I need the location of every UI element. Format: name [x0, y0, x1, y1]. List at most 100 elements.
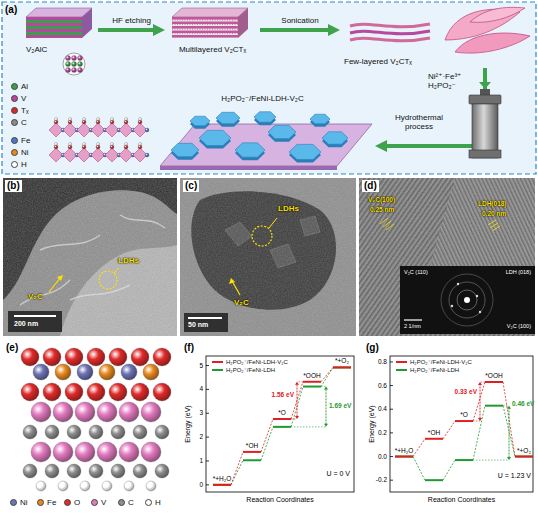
energy-profile — [231, 460, 243, 485]
hrtem-image — [400, 266, 535, 334]
atomic-model — [21, 348, 171, 491]
legend-line — [396, 369, 407, 371]
energy-profile — [321, 367, 333, 386]
atom — [31, 402, 51, 422]
atom — [78, 56, 83, 61]
hrtem-image — [380, 218, 388, 224]
figure-label: LDH (018) — [506, 269, 531, 275]
atom — [78, 68, 83, 73]
few-layer-sheets — [470, 7, 525, 22]
atom — [145, 128, 149, 132]
figure-label: (f) — [182, 342, 196, 354]
multilayer-block — [238, 8, 248, 38]
figure-label: 0.4 — [378, 405, 387, 412]
figure-label: 0.8 — [378, 358, 387, 365]
atom — [133, 425, 147, 439]
legend-entry: O — [64, 498, 80, 507]
atom — [119, 402, 139, 422]
atom — [102, 481, 112, 491]
edge-label: Sonication — [281, 16, 318, 25]
legend-entry: Al — [11, 82, 28, 91]
multilayer-block — [172, 17, 238, 20]
atom — [155, 425, 169, 439]
multilayer-block — [172, 24, 238, 25]
process-illustration — [63, 53, 85, 75]
figure-label: *OOH — [485, 372, 502, 379]
multilayer-block — [172, 26, 238, 29]
figure-label: U = 1.23 V — [498, 472, 531, 480]
panel-a-frame — [2, 2, 536, 174]
atom — [153, 383, 171, 401]
max-phase-block — [26, 17, 82, 20]
energy-profile — [297, 384, 298, 416]
process-stage: Multilayered V₂CTₓ — [165, 4, 260, 56]
process-stage: H₂PO₂⁻/FeNi-LDH-V₂C — [150, 92, 375, 172]
figure-label: V₂C — [28, 292, 43, 301]
energy-profile — [515, 456, 533, 458]
atom — [66, 68, 71, 73]
atom — [141, 402, 161, 422]
energy-profile — [333, 366, 351, 368]
atom — [111, 143, 114, 146]
figure-label: 0.46 eV — [512, 400, 534, 407]
stage-label: Few-layered V₂CTₓ — [344, 57, 412, 66]
energy-profile — [478, 418, 482, 421]
atom — [124, 481, 134, 491]
energy-profile — [324, 387, 328, 390]
figure-label: *OH — [428, 429, 440, 436]
figure-label: *O — [460, 411, 468, 418]
atom — [43, 383, 61, 401]
figure-label: Energy (eV) — [368, 405, 376, 442]
figure-label: (d) — [362, 180, 379, 192]
energy-profile — [413, 457, 425, 481]
legend-entry: H₂PO₂⁻/FeNi-LDH-V₂C — [212, 359, 288, 366]
energy-profile — [390, 385, 393, 386]
atom — [139, 118, 142, 121]
atom — [119, 442, 139, 462]
autoclave — [469, 95, 501, 104]
atom — [111, 464, 125, 478]
energy-profile — [425, 438, 443, 440]
energy-profile — [455, 420, 473, 422]
atom — [87, 348, 105, 366]
figure-label: 1.69 eV — [329, 402, 351, 409]
panel-a-frame — [2, 2, 536, 174]
tem-image — [180, 178, 356, 336]
figure-label: 0 — [199, 481, 203, 488]
figure-label: Ni²⁺·Fe³⁺ H₂PO₂⁻ — [428, 72, 478, 90]
energy-profile — [390, 361, 393, 362]
legend-swatch — [91, 499, 98, 506]
legend-entry: H₂PO₂⁻/FeNi-LDH — [212, 367, 275, 374]
legend-swatch — [145, 499, 152, 506]
figure-label: *+O₂ — [335, 357, 349, 364]
legend-text: H₂PO₂⁻/FeNi-LDH-V₂C — [226, 359, 288, 366]
legend-entry: Ni — [11, 148, 29, 157]
atom — [133, 464, 147, 478]
hrtem-image — [492, 226, 500, 231]
max-phase-block — [26, 20, 82, 23]
energy-profile — [390, 409, 393, 410]
energy-profile — [206, 389, 209, 390]
atom — [69, 143, 72, 146]
atom — [83, 118, 86, 121]
atom — [131, 348, 149, 366]
max-phase-block — [26, 8, 92, 38]
figure-label: -0.2 — [376, 476, 387, 483]
hrtem-image — [386, 224, 394, 230]
hrtem-image — [441, 274, 493, 326]
hrtem-image — [359, 178, 535, 336]
figure-label: (c) — [183, 180, 199, 192]
hrtem-image — [457, 283, 459, 285]
sem-image — [8, 311, 62, 332]
tem-image — [229, 278, 235, 284]
process-illustration — [310, 114, 330, 124]
multilayer-block — [172, 35, 238, 38]
legend-swatch — [37, 499, 44, 506]
energy-profile — [515, 456, 533, 458]
figure-label: (g) — [364, 342, 381, 354]
legend-entry: Tₓ — [11, 106, 29, 115]
atom — [21, 348, 39, 366]
legend-line — [396, 361, 407, 363]
atom — [87, 383, 105, 401]
